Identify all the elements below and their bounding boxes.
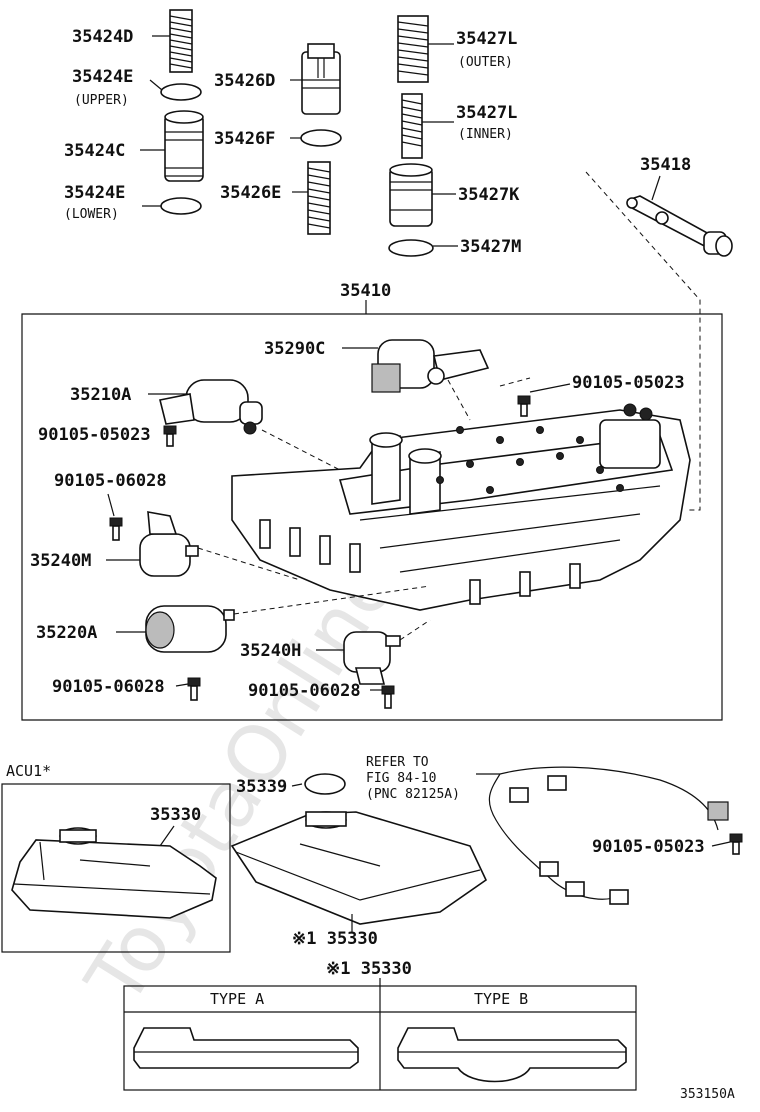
label-35240h: 35240H [240,641,301,661]
label-90105-05023-a: 90105-05023 [572,373,685,393]
ring-35426f-drawing [300,129,342,147]
label-35427m: 35427M [460,237,521,257]
label-35330-note: ※1 35330 [292,929,378,949]
ring-35427m-drawing [388,239,434,257]
bolt-90105-05023-left-drawing [163,425,177,447]
bolt-90105-05023-upper-drawing [517,395,531,417]
label-35330-acu1: 35330 [150,805,201,825]
label-35424e-upper: 35424E [72,67,133,87]
label-90105-06028-a: 90105-06028 [54,471,167,491]
label-35426e: 35426E [220,183,281,203]
label-lower-note: (LOWER) [64,207,119,222]
label-35290c: 35290C [264,339,325,359]
gasket-35339-drawing [304,773,346,795]
label-35240m: 35240M [30,551,91,571]
label-35424c: 35424C [64,141,125,161]
spring-35427l-inner-drawing [401,93,423,159]
label-upper-note: (UPPER) [74,93,129,108]
label-refer-to: REFER TO [366,755,429,770]
spring-35424d-drawing [169,9,193,73]
type-a-profile-drawing [133,1027,359,1069]
label-type-a: TYPE A [210,990,264,1008]
label-pnc-82125a: (PNC 82125A) [366,787,460,802]
label-35210a: 35210A [70,385,131,405]
label-35426d: 35426D [214,71,275,91]
label-90105-06028-c: 90105-06028 [248,681,361,701]
label-35427k: 35427K [458,185,520,205]
label-35330-table: ※1 35330 [326,959,412,979]
strainer-type-table [123,985,637,1091]
solenoid-35220a-drawing [145,605,235,653]
label-acu1: ACU1* [6,762,51,780]
solenoid-35210a-drawing [159,379,263,435]
sleeve-35424c-drawing [164,110,204,182]
label-90105-05023-c: 90105-05023 [592,837,705,857]
oil-strainer-35330-drawing [230,811,488,925]
label-35426f: 35426F [214,129,275,149]
label-90105-05023-b: 90105-05023 [38,425,151,445]
label-fig-84-10: FIG 84-10 [366,771,436,786]
label-35424e-lower: 35424E [64,183,125,203]
label-35418: 35418 [640,155,691,175]
acu1-frame [1,783,231,953]
manual-valve-35418-drawing [626,195,733,257]
oil-strainer-acu1-drawing [11,827,217,919]
label-35339: 35339 [236,777,287,797]
label-35220a: 35220A [36,623,97,643]
sleeve-35427k-drawing [389,163,433,227]
label-35424d: 35424D [72,27,133,47]
solenoid-35240m-drawing [139,511,199,577]
label-inner-note: (INNER) [458,127,513,142]
label-type-b: TYPE B [474,990,528,1008]
bolt-90105-06028-c-drawing [381,685,395,709]
bolt-90105-06028-b-drawing [187,677,201,701]
label-90105-06028-b: 90105-06028 [52,677,165,697]
label-outer-note: (OUTER) [458,55,513,70]
diagram-code: 353150A [680,1087,735,1102]
valve-body-assembly-frame [21,313,723,721]
valve-35426d-drawing [301,43,341,115]
label-35427l-inner: 35427L [456,103,517,123]
solenoid-35290c-drawing [371,339,490,393]
wire-harness-drawing [488,766,729,905]
ring-35424e-upper-drawing [160,83,202,101]
valve-body-drawing [231,403,691,611]
type-b-profile-drawing [397,1027,627,1083]
spring-35427l-outer-drawing [397,15,429,83]
ring-35424e-lower-drawing [160,197,202,215]
label-35427l-outer: 35427L [456,29,517,49]
bolt-90105-06028-a-drawing [109,517,123,541]
spring-35426e-drawing [307,161,331,235]
bolt-90105-05023-harness-drawing [729,833,743,855]
label-35410: 35410 [340,281,391,301]
solenoid-35240h-drawing [343,631,401,685]
